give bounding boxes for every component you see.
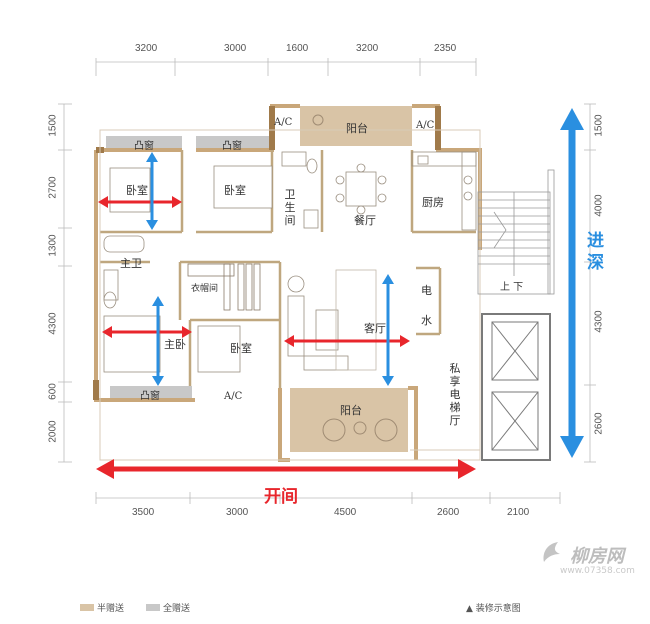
label-bedroom-2: 卧室 [224,184,246,197]
label-private-elevator-hall: 私享电梯厅 [449,362,461,427]
legend-note: ▲ 装修示意图 [466,604,521,614]
dim-left-3: 1300 [47,234,59,257]
dim-bottom-5: 2100 [507,507,530,518]
label-dining-room: 餐厅 [354,214,376,227]
dim-top-3: 1600 [286,43,309,54]
label-ac-3: A/C [224,391,243,402]
dim-left-5: 600 [47,383,59,400]
label-bay-window-3: 凸窗 [140,391,160,402]
label-master-bath: 主卫 [120,257,142,270]
label-bay-window-2: 凸窗 [222,141,242,152]
label-water: 水 [421,314,432,327]
legend-half-label: 半赠送 [97,604,125,614]
dim-left-2: 2700 [47,176,59,199]
dim-left-4: 4300 [47,312,59,335]
label-bay-window-1: 凸窗 [134,141,154,152]
legend-full-swatch [146,604,160,611]
label-balcony-top: 阳台 [346,122,368,135]
watermark-url: www.07358.com [560,566,635,576]
watermark-logo-icon [543,542,560,562]
dim-top-4: 3200 [356,43,379,54]
label-ac-1: A/C [274,117,293,128]
label-walk-in-closet: 衣帽间 [191,284,219,294]
label-balcony-bottom: 阳台 [340,404,362,417]
legend-half-swatch [80,604,94,611]
label-ac-2: A/C [416,120,435,131]
dim-bottom-2: 3000 [226,507,249,518]
dim-right-1: 1500 [593,114,605,137]
dim-left-6: 2000 [47,420,59,443]
label-stairs: 上 下 [500,282,524,293]
dim-top-2: 3000 [224,43,247,54]
label-bedroom-3: 卧室 [230,342,252,355]
dim-right-4: 2600 [593,412,605,435]
dim-top-1: 3200 [135,43,158,54]
label-living-room: 客厅 [364,322,386,335]
watermark-brand: 柳房网 [570,546,624,567]
dim-bottom-1: 3500 [132,507,155,518]
dim-bottom-3: 4500 [334,507,357,518]
width-label: 开间 [264,487,298,507]
label-bedroom-1: 卧室 [126,184,148,197]
dim-right-2: 4000 [593,194,605,217]
label-kitchen: 厨房 [422,196,444,209]
dim-left-1: 1500 [47,114,59,137]
depth-label: 进深 [587,231,604,273]
dim-bottom-4: 2600 [437,507,460,518]
legend-full-label: 全赠送 [163,604,191,614]
dim-right-3: 4300 [593,310,605,333]
label-bathroom: 卫生间 [284,188,296,227]
label-electric: 电 [421,284,432,297]
dim-top-5: 2350 [434,43,457,54]
label-master-bedroom: 主卧 [164,338,186,351]
